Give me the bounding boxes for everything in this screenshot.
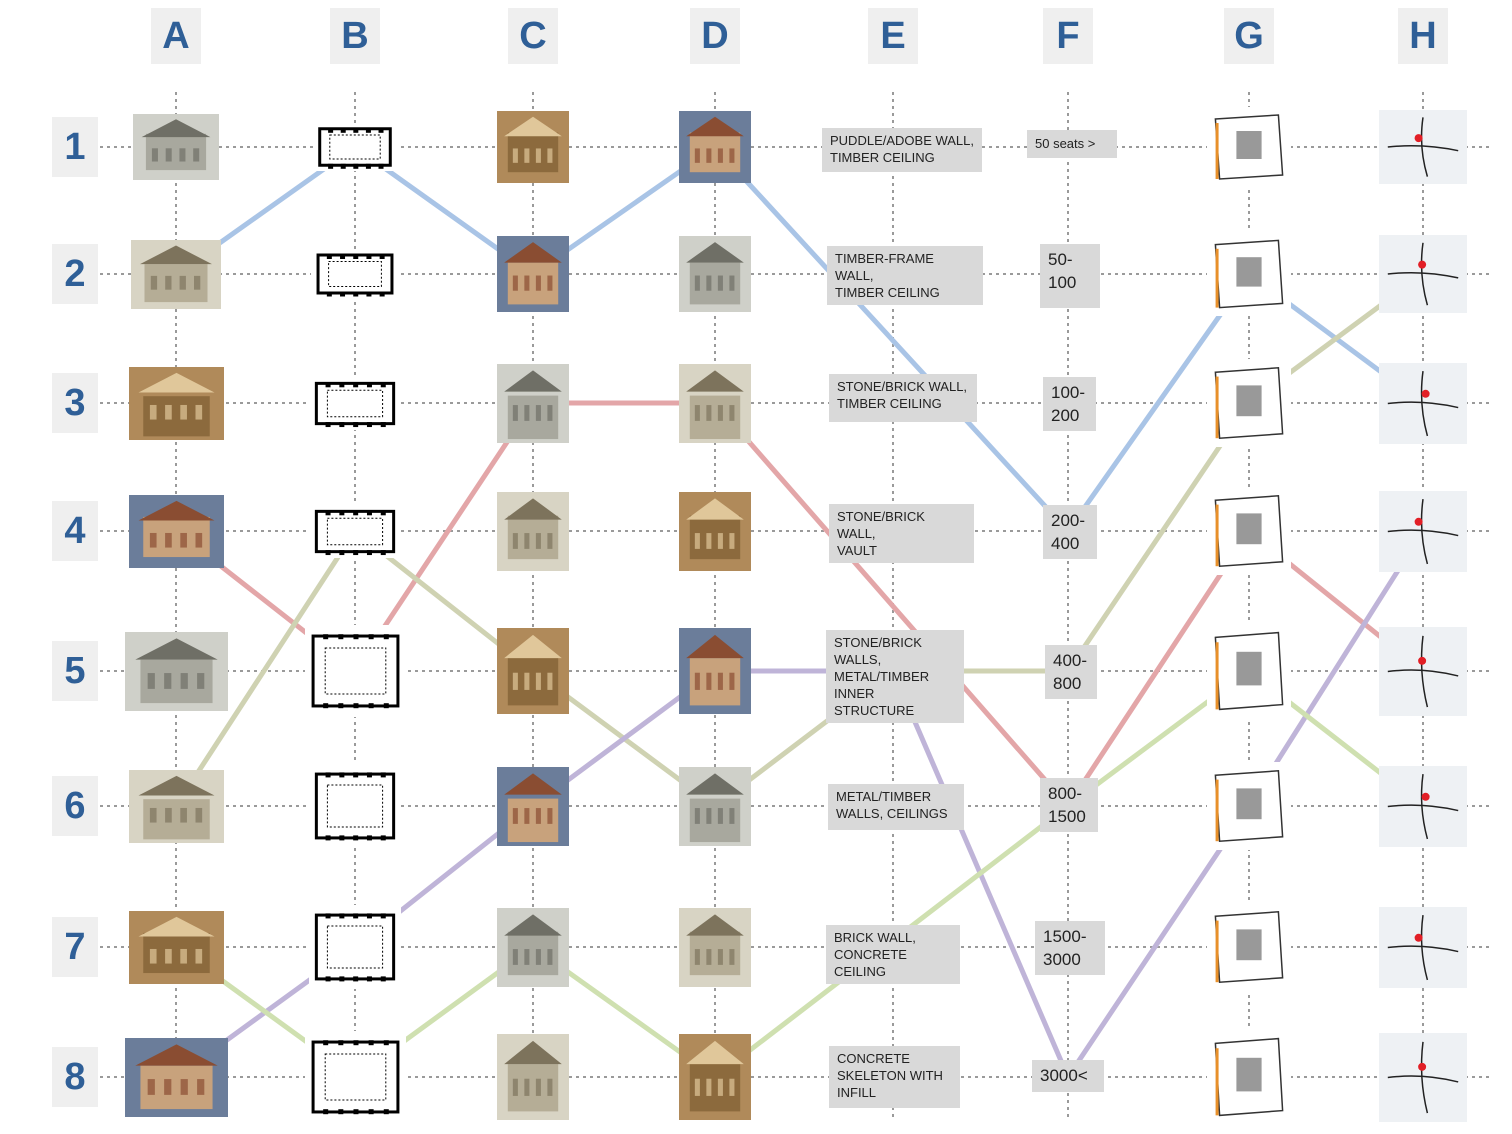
row-header-2: 2 <box>52 244 98 304</box>
floor-plan-b8 <box>304 1031 406 1123</box>
interior-photo-c3 <box>497 363 569 443</box>
capacity-label-8: 3000< <box>1032 1060 1104 1092</box>
material-label-7: BRICK WALL, CONCRETE CEILING <box>826 925 960 984</box>
site-sketch-g5 <box>1207 623 1291 719</box>
material-label-3: STONE/BRICK WALL, TIMBER CEILING <box>829 374 977 422</box>
street-map-sketch-h7 <box>1379 906 1467 988</box>
detail-photo-d6 <box>679 766 751 846</box>
column-header-h: H <box>1398 8 1448 64</box>
capacity-label-2: 50- 100 <box>1040 244 1100 308</box>
detail-photo-d1 <box>679 111 751 183</box>
detail-photo-d3 <box>679 363 751 443</box>
historic-photo-a5 <box>124 631 228 711</box>
column-header-a: A <box>151 8 201 64</box>
historic-photo-a8 <box>124 1037 228 1117</box>
street-map-sketch-h2 <box>1379 235 1467 313</box>
interior-photo-c2 <box>497 236 569 312</box>
interior-photo-c7 <box>497 907 569 987</box>
historic-photo-a4 <box>128 494 224 568</box>
material-label-2: TIMBER-FRAME WALL, TIMBER CEILING <box>827 246 983 305</box>
column-header-c: C <box>508 8 558 64</box>
street-map-sketch-h8 <box>1379 1032 1467 1122</box>
historic-photo-a6 <box>128 769 224 843</box>
site-sketch-g4 <box>1207 487 1291 575</box>
row-header-6: 6 <box>52 776 98 836</box>
site-sketch-g8 <box>1207 1029 1291 1125</box>
column-header-e: E <box>868 8 918 64</box>
floor-plan-b5 <box>304 625 406 717</box>
site-sketch-g2 <box>1207 232 1291 316</box>
row-header-5: 5 <box>52 641 98 701</box>
detail-photo-d4 <box>679 491 751 571</box>
street-map-sketch-h5 <box>1379 626 1467 716</box>
historic-photo-a7 <box>128 910 224 984</box>
floor-plan-b1 <box>313 123 397 171</box>
floor-plan-b6 <box>309 764 401 848</box>
detail-photo-d8 <box>679 1034 751 1120</box>
path-red <box>174 400 1425 809</box>
path-green <box>174 668 1425 1080</box>
capacity-label-7: 1500- 3000 <box>1035 921 1105 975</box>
material-label-4: STONE/BRICK WALL, VAULT <box>829 504 974 563</box>
street-map-sketch-h6 <box>1379 765 1467 847</box>
row-header-3: 3 <box>52 373 98 433</box>
path-blue <box>174 144 1425 534</box>
interior-photo-c8 <box>497 1034 569 1120</box>
street-map-sketch-h1 <box>1379 110 1467 184</box>
historic-photo-a1 <box>133 114 219 180</box>
capacity-label-4: 200- 400 <box>1043 505 1097 559</box>
interior-photo-c5 <box>497 628 569 714</box>
row-header-8: 8 <box>52 1047 98 1107</box>
site-sketch-g7 <box>1207 903 1291 991</box>
column-header-b: B <box>330 8 380 64</box>
street-map-sketch-h3 <box>1379 362 1467 444</box>
street-map-sketch-h4 <box>1379 490 1467 572</box>
site-sketch-g6 <box>1207 762 1291 850</box>
material-label-1: PUDDLE/ADOBE WALL, TIMBER CEILING <box>822 128 982 172</box>
capacity-label-1: 50 seats > <box>1027 130 1117 158</box>
capacity-label-6: 800- 1500 <box>1040 778 1098 832</box>
material-label-6: METAL/TIMBER WALLS, CEILINGS <box>828 784 964 830</box>
interior-photo-c1 <box>497 111 569 183</box>
detail-photo-d5 <box>679 628 751 714</box>
capacity-label-5: 400- 800 <box>1045 645 1097 699</box>
detail-photo-d2 <box>679 236 751 312</box>
material-label-5: STONE/BRICK WALLS, METAL/TIMBER INNER ST… <box>826 630 964 723</box>
material-label-8: CONCRETE SKELETON WITH INFILL <box>829 1046 960 1108</box>
historic-photo-a2 <box>131 239 221 309</box>
row-header-1: 1 <box>52 117 98 177</box>
interior-photo-c4 <box>497 491 569 571</box>
floor-plan-b3 <box>309 376 401 430</box>
row-header-4: 4 <box>52 501 98 561</box>
row-header-7: 7 <box>52 917 98 977</box>
floor-plan-b4 <box>309 504 401 558</box>
site-sketch-g1 <box>1207 107 1291 187</box>
floor-plan-b2 <box>311 249 399 299</box>
interior-photo-c6 <box>497 766 569 846</box>
site-sketch-g3 <box>1207 359 1291 447</box>
column-header-d: D <box>690 8 740 64</box>
historic-photo-a3 <box>128 366 224 440</box>
column-header-f: F <box>1043 8 1093 64</box>
capacity-label-3: 100- 200 <box>1043 377 1096 431</box>
column-header-g: G <box>1224 8 1274 64</box>
detail-photo-d7 <box>679 907 751 987</box>
floor-plan-b7 <box>309 905 401 989</box>
